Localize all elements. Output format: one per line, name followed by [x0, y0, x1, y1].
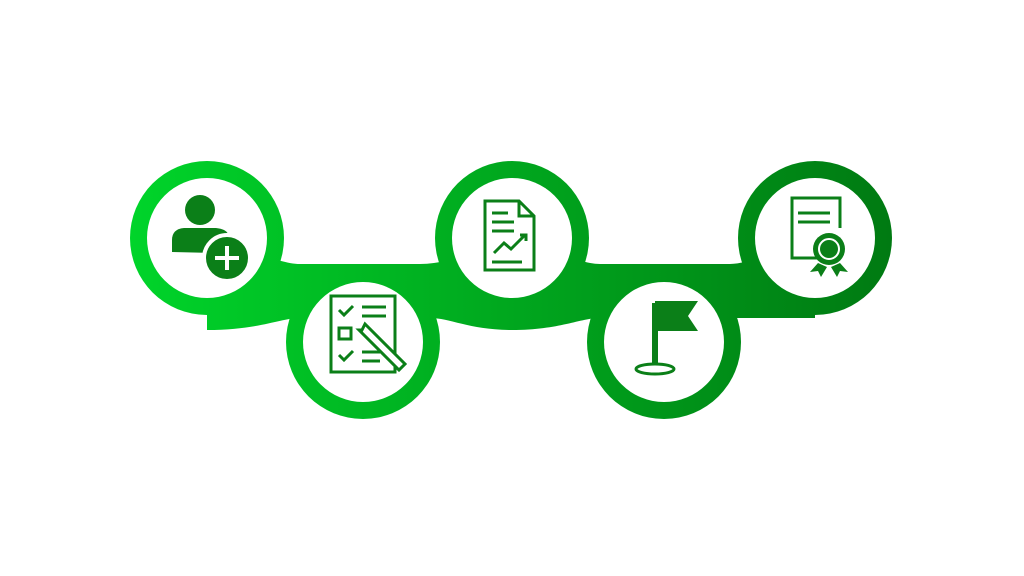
- certificate-icon: [790, 196, 848, 277]
- report-chart-icon: [483, 199, 536, 272]
- checklist-icon: [329, 294, 408, 374]
- step-2-circle: [303, 282, 423, 402]
- step-4-circle: [604, 282, 724, 402]
- step-3-circle: [452, 178, 572, 298]
- add-user-icon: [172, 195, 252, 283]
- step-5-circle: [755, 178, 875, 298]
- flag-icon: [634, 301, 698, 376]
